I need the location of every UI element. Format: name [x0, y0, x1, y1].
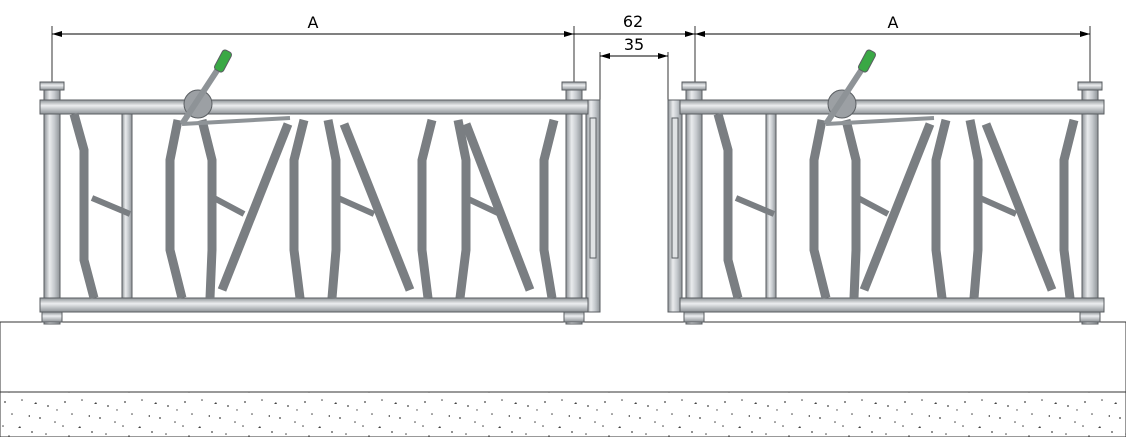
left-lever-arm [179, 64, 223, 126]
left-post-left-cap [39, 81, 65, 91]
left-diagonal-1 [217, 122, 293, 292]
dim-gap-inner-label: 35 [624, 35, 644, 54]
left-brace-2 [212, 195, 246, 217]
left-fence-section [39, 49, 601, 325]
left-bent-bar-4 [289, 118, 309, 299]
right-upright-1 [765, 113, 777, 299]
dim-right-span-label: A [888, 13, 899, 32]
left-bent-bar-5 [323, 119, 341, 299]
right-post-right-foot [1079, 311, 1101, 323]
right-fence-section [667, 49, 1105, 325]
dim-right-arrow-end [1080, 31, 1090, 37]
left-lever-linkage [181, 116, 291, 126]
left-bent-bar-8 [539, 118, 559, 299]
right-bottom-rail [679, 297, 1105, 313]
left-brace-3 [336, 195, 376, 217]
right-brace-3 [978, 195, 1018, 217]
right-post-right [1081, 83, 1099, 325]
dim-gap-inner-arrow-b [658, 53, 668, 59]
right-lever-linkage [825, 116, 935, 126]
left-post-left-foot [41, 311, 63, 323]
right-post-left-cap [681, 81, 707, 91]
right-bent-bar-6 [1059, 118, 1079, 299]
right-top-rail [679, 99, 1105, 115]
left-diagonal-3 [461, 122, 535, 292]
left-upright-1 [121, 113, 133, 299]
left-brace-1 [90, 195, 132, 217]
left-bent-bar-2 [165, 119, 187, 300]
left-bent-bar-7 [453, 119, 471, 299]
left-post-left [43, 83, 61, 325]
left-post-right-foot [563, 311, 585, 323]
right-diagonal-1 [859, 122, 935, 292]
dimensions: A 62 35 A [51, 12, 1091, 100]
dim-left-arrow-end [564, 31, 574, 37]
right-bent-bar-1 [713, 112, 743, 300]
dim-right-arrow-start [695, 31, 705, 37]
right-brace-1 [734, 195, 776, 217]
ground [0, 321, 1126, 437]
dim-gap-inner-arrow-a [600, 53, 610, 59]
right-lever-arm [823, 64, 867, 126]
left-brace-4 [464, 195, 502, 217]
green-handle-lever-icon [213, 49, 233, 73]
curb [0, 321, 1126, 393]
dim-gap-outer-label: 62 [623, 12, 643, 31]
right-post-right-cap [1077, 81, 1103, 91]
left-telescopic-inner [589, 117, 597, 259]
right-bent-bar-3 [841, 118, 861, 299]
gravel-bed [0, 391, 1126, 437]
left-post-right [565, 83, 583, 325]
left-bent-bar-6 [417, 118, 437, 299]
dim-left-span-label: A [308, 13, 319, 32]
left-post-right-cap [561, 81, 587, 91]
left-top-rail [39, 99, 589, 115]
dim-gap-outer-arrow-a [685, 31, 695, 37]
left-diagonal-2 [339, 122, 415, 292]
left-bent-bar-1 [69, 112, 99, 300]
right-bent-bar-2 [809, 119, 831, 300]
dim-left-arrow-start [52, 31, 62, 37]
green-handle-lever-icon [857, 49, 877, 73]
right-bent-bar-5 [965, 119, 983, 299]
left-bent-bar-3 [197, 118, 217, 299]
right-bent-bar-4 [931, 118, 951, 299]
right-brace-2 [856, 195, 890, 217]
left-bottom-rail [39, 297, 589, 313]
right-diagonal-2 [981, 122, 1057, 292]
right-post-left [685, 83, 703, 325]
right-post-left-foot [683, 311, 705, 323]
right-telescopic-inner [671, 117, 679, 259]
